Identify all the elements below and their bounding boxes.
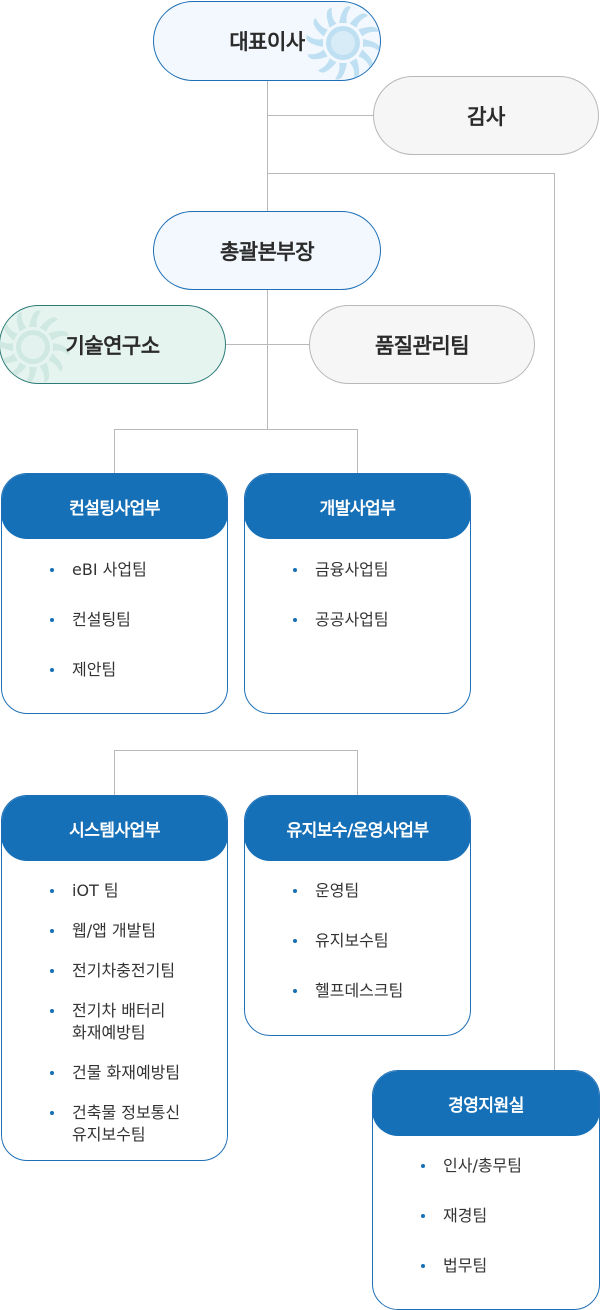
dept-header: 컨설팅사업부	[2, 474, 227, 539]
team-name: 건물 화재예방팀	[72, 1063, 181, 1082]
team-name: 인사/총무팀	[443, 1156, 522, 1175]
qa-node: 품질관리팀	[309, 305, 535, 384]
team-name: 헬프데스크팀	[315, 981, 404, 1000]
list-item: 전기차충전기팀	[50, 960, 217, 982]
ceo-node: 대표이사	[153, 1, 381, 81]
team-name: 금융사업팀	[315, 560, 389, 579]
list-item: 컨설팅팀	[50, 609, 217, 631]
team-name: 제안팀	[72, 660, 117, 679]
team-name: 전기차 배터리 화재예방팀	[72, 1001, 166, 1042]
connector-branch-2-left	[114, 750, 115, 796]
list-item: 웹/앱 개발팀	[50, 920, 217, 942]
dept-header: 개발사업부	[245, 474, 470, 539]
connector-ceo-down	[267, 80, 268, 211]
list-item: 운영팀	[293, 880, 460, 902]
team-name: 법무팀	[443, 1256, 488, 1275]
sun-emblem-icon	[0, 310, 70, 383]
team-name: 웹/앱 개발팀	[72, 921, 157, 940]
ceo-label: 대표이사	[229, 30, 305, 54]
team-list: 운영팀 유지보수팀 헬프데스크팀	[293, 880, 460, 1030]
sun-emblem-icon	[306, 6, 380, 80]
list-item: 공공사업팀	[293, 609, 460, 631]
team-list: 인사/총무팀 재경팀 법무팀	[421, 1155, 589, 1305]
dept-header: 유지보수/운영사업부	[245, 796, 470, 861]
dept-header: 경영지원실	[373, 1071, 599, 1136]
audit-label: 감사	[467, 104, 505, 129]
list-item: iOT 팀	[50, 880, 217, 902]
team-name: 컨설팅팀	[72, 610, 131, 629]
list-item: 전기차 배터리 화재예방팀	[50, 1000, 217, 1044]
connector-branch-2	[114, 750, 358, 751]
team-name: 공공사업팀	[315, 610, 389, 629]
list-item: 유지보수팀	[293, 930, 460, 952]
team-list: iOT 팀 웹/앱 개발팀 전기차충전기팀 전기차 배터리 화재예방팀 건물 화…	[50, 880, 217, 1160]
team-name: 건축물 정보통신 유지보수팀	[72, 1103, 181, 1144]
list-item: 금융사업팀	[293, 559, 460, 581]
team-name: 전기차충전기팀	[72, 961, 176, 980]
team-name: 운영팀	[315, 881, 360, 900]
connector-audit	[267, 115, 373, 116]
connector-gm-down	[267, 290, 268, 429]
team-name: 재경팀	[443, 1206, 488, 1225]
dept-maintenance-ops: 유지보수/운영사업부 운영팀 유지보수팀 헬프데스크팀	[244, 795, 471, 1036]
list-item: 인사/총무팀	[421, 1155, 589, 1177]
dept-management-support: 경영지원실 인사/총무팀 재경팀 법무팀	[372, 1070, 600, 1310]
qa-label: 품질관리팀	[374, 333, 470, 358]
list-item: 재경팀	[421, 1205, 589, 1227]
list-item: 제안팀	[50, 659, 217, 681]
connector-branch-1	[114, 429, 358, 430]
team-name: iOT 팀	[72, 881, 119, 900]
dept-systems: 시스템사업부 iOT 팀 웹/앱 개발팀 전기차충전기팀 전기차 배터리 화재예…	[1, 795, 228, 1161]
dept-development: 개발사업부 금융사업팀 공공사업팀	[244, 473, 471, 714]
dept-consulting: 컨설팅사업부 eBI 사업팀 컨설팅팀 제안팀	[1, 473, 228, 714]
list-item: 법무팀	[421, 1255, 589, 1277]
team-list: 금융사업팀 공공사업팀	[293, 559, 460, 659]
list-item: eBI 사업팀	[50, 559, 217, 581]
connector-branch-1-left	[114, 429, 115, 474]
gm-node: 총괄본부장	[153, 211, 381, 290]
connector-support-v	[554, 173, 555, 1071]
list-item: 건물 화재예방팀	[50, 1062, 217, 1084]
list-item: 건축물 정보통신 유지보수팀	[50, 1102, 217, 1146]
lab-label: 기술연구소	[65, 333, 160, 358]
connector-branch-1-right	[357, 429, 358, 474]
connector-branch-2-right	[357, 750, 358, 796]
audit-node: 감사	[373, 76, 599, 155]
list-item: 헬프데스크팀	[293, 980, 460, 1002]
lab-node: 기술연구소	[0, 305, 226, 384]
gm-label: 총괄본부장	[219, 239, 315, 264]
dept-header: 시스템사업부	[2, 796, 227, 861]
connector-support-h	[267, 173, 554, 174]
team-name: 유지보수팀	[315, 931, 389, 950]
team-list: eBI 사업팀 컨설팅팀 제안팀	[50, 559, 217, 709]
connector-lab-qa	[225, 344, 309, 345]
team-name: eBI 사업팀	[72, 560, 147, 579]
